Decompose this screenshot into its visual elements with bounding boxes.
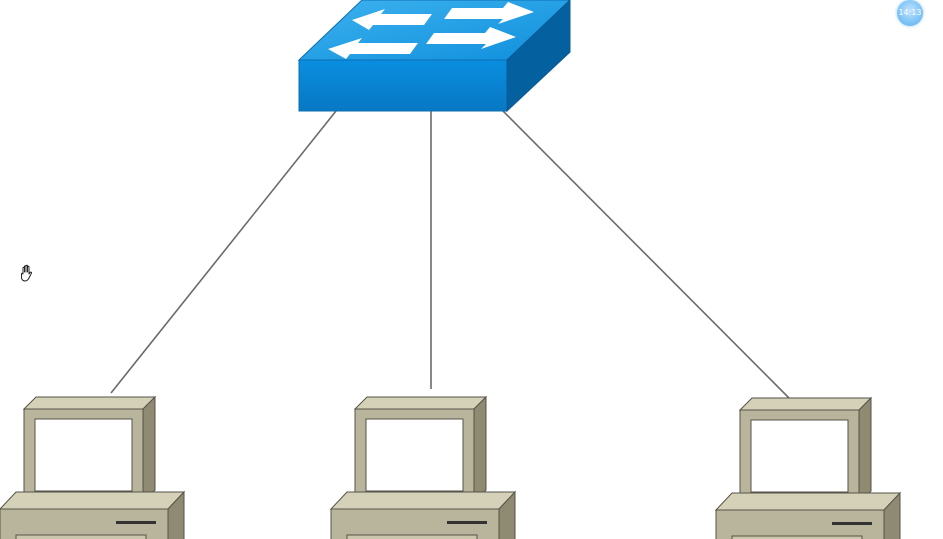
- drive-slot: [447, 521, 487, 524]
- computer-screen: [34, 418, 133, 492]
- clock-badge[interactable]: 14:13: [897, 0, 923, 26]
- drive-slot: [116, 521, 156, 524]
- switch-arrows-icon: [328, 2, 534, 59]
- drive-slot: [832, 522, 872, 525]
- link-lines: [110, 101, 793, 402]
- network-switch[interactable]: [297, 0, 571, 113]
- computer-base: [714, 491, 902, 539]
- computer-monitor: [353, 395, 488, 504]
- desktop-computer-center[interactable]: [329, 395, 517, 539]
- computer-base: [329, 490, 517, 539]
- hand-cursor-icon: [21, 264, 32, 282]
- link-switch-pc-left[interactable]: [110, 110, 337, 394]
- computer-screen: [365, 418, 464, 492]
- desktop-computer-right[interactable]: [714, 396, 902, 539]
- computer-monitor: [738, 396, 873, 505]
- computer-monitor: [22, 395, 157, 504]
- computer-base: [0, 490, 186, 539]
- computer-screen: [750, 419, 849, 493]
- desktop-computer-left[interactable]: [0, 395, 186, 539]
- link-switch-pc-right[interactable]: [493, 101, 793, 402]
